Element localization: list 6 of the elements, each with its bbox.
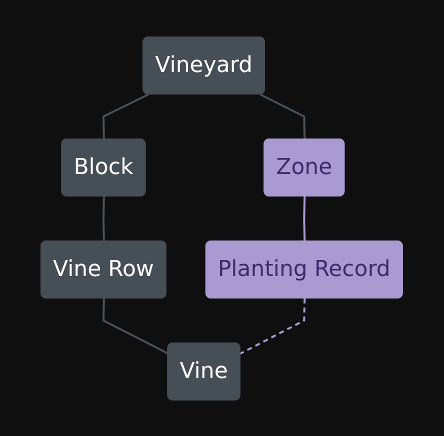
- connector: [102, 196, 106, 242]
- connector: [102, 93, 149, 140]
- connector: [240, 298, 306, 354]
- connector: [303, 196, 306, 242]
- connector: [102, 298, 169, 354]
- connector: [260, 93, 306, 140]
